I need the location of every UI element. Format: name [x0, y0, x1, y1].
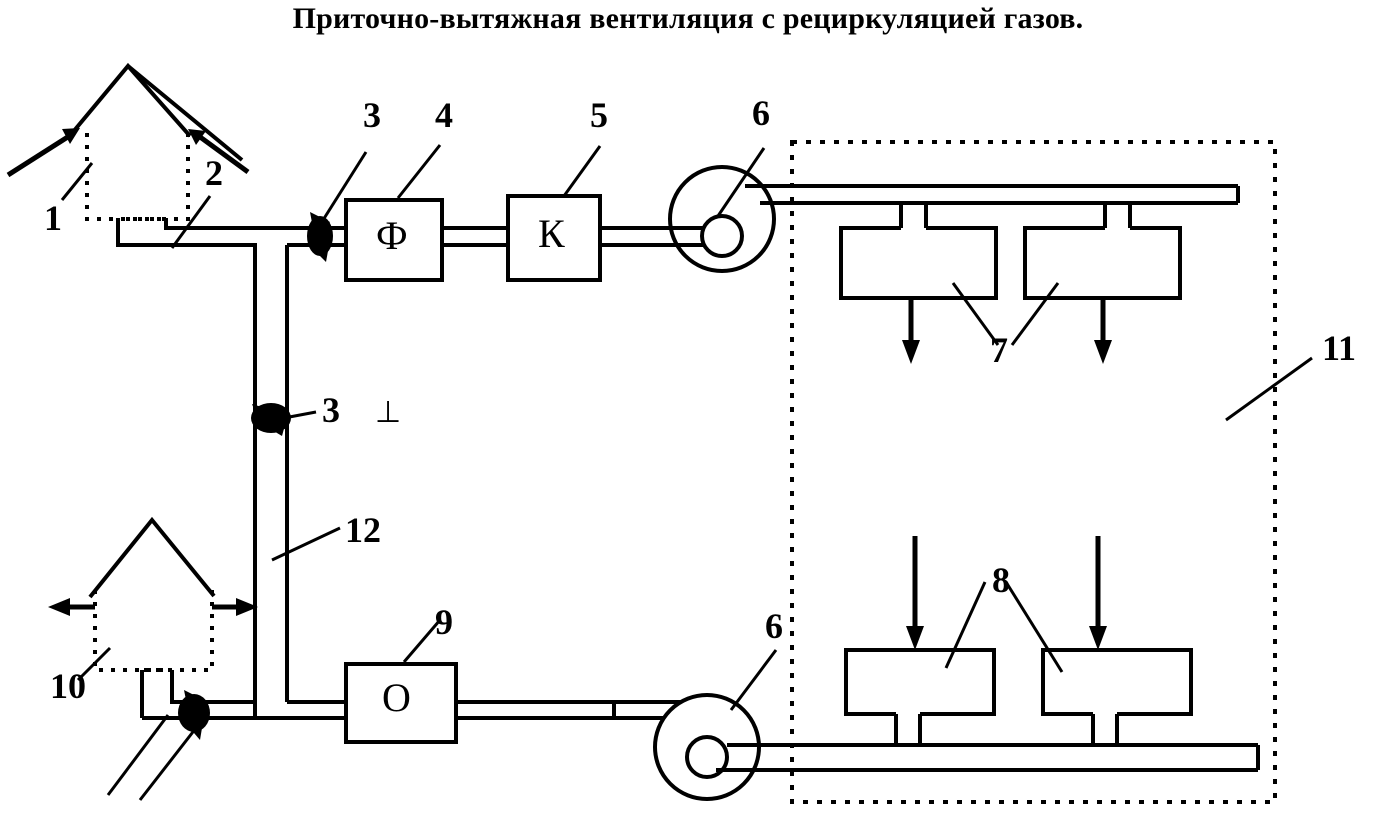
label-7: 7 [990, 330, 1008, 370]
label-8-leader-right [1004, 581, 1064, 673]
label-4-leader [396, 144, 442, 199]
label-5: 5 [590, 95, 608, 135]
outlet-arrow-right [212, 598, 258, 616]
label-2-leader [170, 195, 212, 249]
label-12: 12 [345, 510, 381, 550]
exhaust-fan [653, 649, 1260, 801]
filter-heater-ducts [316, 144, 690, 282]
exhaust-hoods [795, 536, 1258, 747]
label-10-leader [76, 646, 112, 682]
label-7-leader-left [951, 282, 1000, 346]
recirculation-duct [253, 245, 341, 718]
label-8-leader-left [944, 581, 987, 669]
supply-diffuser-right [1023, 226, 1182, 364]
label-9-leader [402, 619, 442, 663]
label-3-supply: 3 [363, 95, 381, 135]
label-8: 8 [992, 560, 1010, 600]
label-6-supply-fan: 6 [752, 93, 770, 133]
page-title: Приточно-вытяжная вентиляция с рециркуля… [292, 2, 1084, 35]
supply-damper-icon [307, 212, 333, 262]
heater-box-letter: К [538, 211, 565, 256]
damper-valves [178, 212, 333, 740]
label-1: 1 [44, 198, 62, 238]
intake-arrow-right [188, 129, 250, 175]
supply-diffusers [794, 201, 1238, 364]
ventilated-room-boundary [790, 140, 1277, 804]
exhaust-hood-right [1041, 536, 1193, 716]
recirculation-damper-icon [251, 403, 291, 436]
label-5-leader [562, 145, 602, 197]
exhaust-hood-left [844, 536, 996, 716]
supply-diffuser-left [839, 226, 998, 364]
label-2: 2 [205, 153, 223, 193]
intake-arrow-left [6, 128, 80, 178]
exhaust-damper-icon [178, 690, 210, 740]
label-6b-leader [729, 649, 778, 711]
label-9: 9 [435, 602, 453, 642]
heater-box-outline [506, 194, 602, 282]
filter-box-outline [344, 198, 444, 282]
label-10: 10 [50, 666, 86, 706]
filter-box-letter: Ф [376, 213, 408, 258]
perpendicular-symbol: ⊥ [375, 395, 402, 430]
label-1-leader [60, 162, 94, 201]
label-10-leader-lower [106, 714, 170, 796]
exhaust-return-duct [138, 619, 690, 801]
air-outlet-hood [48, 516, 258, 796]
air-intake-hood [6, 62, 250, 221]
label-7-leader-right [1010, 282, 1060, 346]
label-11-leader [1225, 356, 1313, 422]
label-3-recirculation: 3 [322, 390, 340, 430]
outlet-arrow-left [48, 598, 95, 616]
label-12-leader [271, 526, 341, 562]
label-4: 4 [435, 95, 453, 135]
supply-fan [668, 147, 1240, 273]
label-6a-leader [716, 147, 766, 217]
label-11: 11 [1322, 328, 1357, 368]
label-3a-leader [316, 151, 368, 229]
label-3c-leader [138, 727, 198, 801]
label-6-exhaust-fan: 6 [765, 606, 783, 646]
cleaner-box-letter: О [382, 675, 411, 720]
